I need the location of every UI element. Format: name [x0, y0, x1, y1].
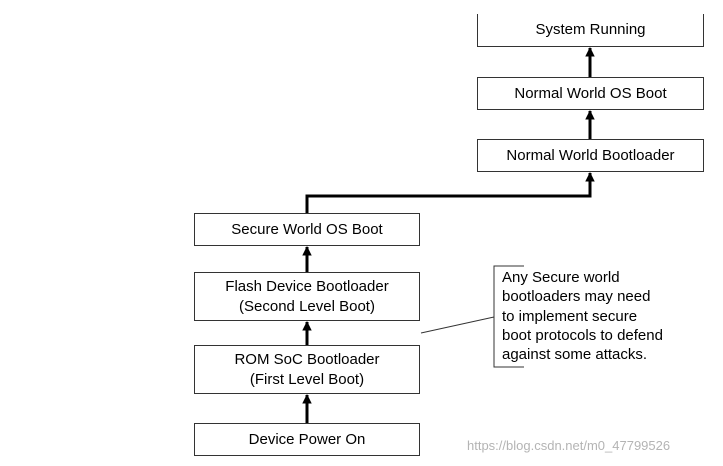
device-power-on-label: Device Power On	[248, 430, 366, 448]
rom-bootloader-sublabel: (First Level Boot)	[249, 370, 365, 388]
secure-os-boot-label: Secure World OS Boot	[231, 220, 383, 238]
note-bracket	[493, 265, 524, 368]
box-flash-bootloader: Flash Device Bootloader (Second Level Bo…	[194, 272, 420, 321]
rom-bootloader-label: ROM SoC Bootloader	[234, 350, 380, 368]
box-normal-os-boot: Normal World OS Boot	[477, 77, 704, 110]
normal-bootloader-label: Normal World Bootloader	[506, 146, 675, 164]
note-line: against some attacks.	[502, 346, 648, 364]
flash-bootloader-label: Flash Device Bootloader	[225, 277, 389, 295]
box-normal-bootloader: Normal World Bootloader	[477, 139, 704, 172]
system-running-label: System Running	[535, 21, 646, 38]
normal-os-boot-label: Normal World OS Boot	[514, 84, 667, 102]
box-rom-bootloader: ROM SoC Bootloader (First Level Boot)	[194, 345, 420, 394]
note-line: bootloaders may need	[502, 288, 651, 306]
box-system-running: System Running	[477, 14, 704, 47]
box-device-power-on: Device Power On	[194, 423, 420, 456]
arrow-secure-to-normal-bootloader	[305, 172, 595, 213]
watermark: https://blog.csdn.net/m0_47799526	[467, 438, 671, 453]
box-secure-os-boot: Secure World OS Boot	[194, 213, 420, 246]
note-line: boot protocols to defend	[502, 326, 663, 344]
note-line: Any Secure world	[502, 269, 620, 286]
note-line: to implement secure	[502, 307, 638, 325]
note-leader-line	[420, 316, 495, 334]
secure-bootloader-note: Any Secure world bootloaders may need to…	[502, 268, 702, 364]
flash-bootloader-sublabel: (Second Level Boot)	[239, 297, 375, 315]
